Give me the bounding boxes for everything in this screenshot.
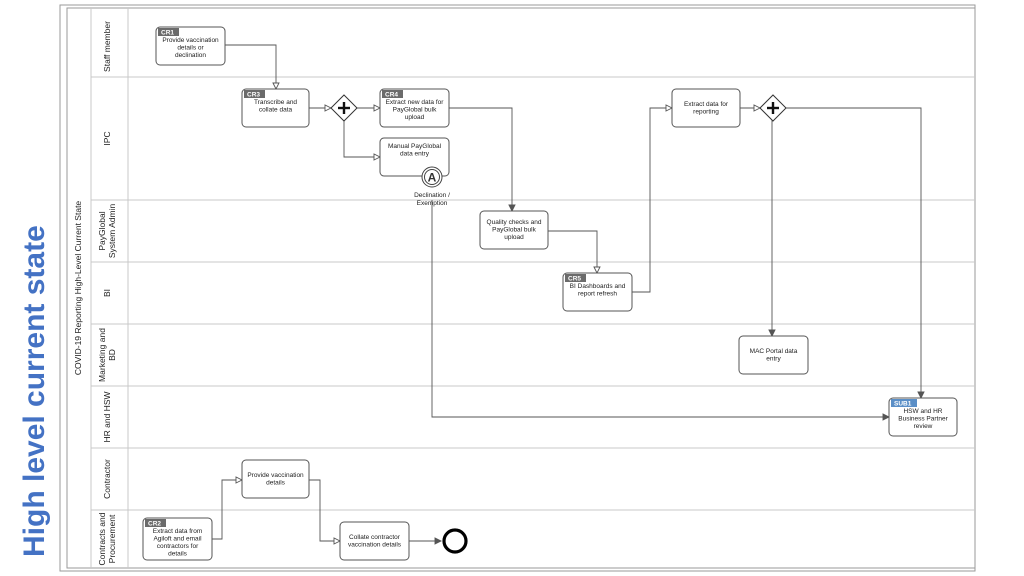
flow-arrowhead [508,204,516,213]
task-box [339,521,410,561]
flow-arrowhead [272,82,280,91]
task-tag-badge [145,519,166,527]
task-tag: SUB1 [894,401,912,408]
slide-title-text: High level current state [18,225,51,557]
sequence-flows [212,44,925,545]
slide-title: High level current state [18,225,51,557]
flow-arrowhead [324,104,333,112]
lane-label: IPC [102,131,112,145]
task-tag-badge [891,399,917,407]
task-tag: CR5 [568,276,581,283]
pool-title: COVID-19 Reporting High-Level Current St… [73,201,83,376]
flow-arrowhead [665,104,674,112]
declination-annotation: Declination /Exemption [414,192,450,207]
task-tag-badge [244,90,265,98]
sequence-flow [225,44,277,89]
lane-label: HR and HSW [102,391,112,442]
flow-arrowhead [373,104,382,112]
boundary-event-icon: A [421,166,443,188]
lane-label: BI [102,289,112,297]
flow-arrowhead [882,413,891,421]
task-tag: CR3 [247,92,260,99]
flow-arrowhead [753,104,762,112]
task-tag-badge [565,274,586,282]
flow-arrowhead [434,537,443,545]
lane-label: Staff member [102,21,112,72]
task-tag: CR1 [161,30,174,37]
sequence-flow [309,479,340,542]
diagram-frame [59,4,976,572]
sequence-flow [786,107,922,398]
task-tag-badge [382,90,403,98]
flow-arrowhead [593,266,601,275]
flow-arrowhead [768,329,776,338]
task-box [241,459,310,499]
task-box [671,88,741,128]
task-box [738,335,809,375]
flow-arrowhead [917,391,925,400]
lane-label: Marketing andBD [97,328,117,382]
flow-arrowhead [235,476,244,484]
lane-label: Contractor [102,459,112,499]
end-event [442,528,468,554]
task-box [241,88,310,128]
task-tag-badge [158,28,179,36]
task-box [888,397,958,437]
task-tag: CR4 [385,92,398,99]
flow-arrowhead [333,537,342,545]
task-box [142,517,213,561]
sequence-flow [548,230,598,273]
parallel-gateway [330,94,358,122]
task-box [562,272,633,312]
task-box [155,26,226,66]
task-box [379,88,450,128]
lane-label: Contracts andProcurement [97,512,117,565]
sequence-flow [212,479,242,540]
task-box [479,210,549,250]
parallel-gateway [759,94,787,122]
flow-arrowhead [373,153,382,161]
task-tag: CR2 [148,521,161,528]
sequence-flow [632,107,672,293]
lane-label: PayGlobalSystem Admin [97,204,117,259]
sequence-flow [431,200,889,418]
event-glyph: A [428,171,437,185]
task-box [379,137,450,177]
sequence-flow [343,121,380,158]
pool [66,7,976,569]
sequence-flow [449,107,513,211]
